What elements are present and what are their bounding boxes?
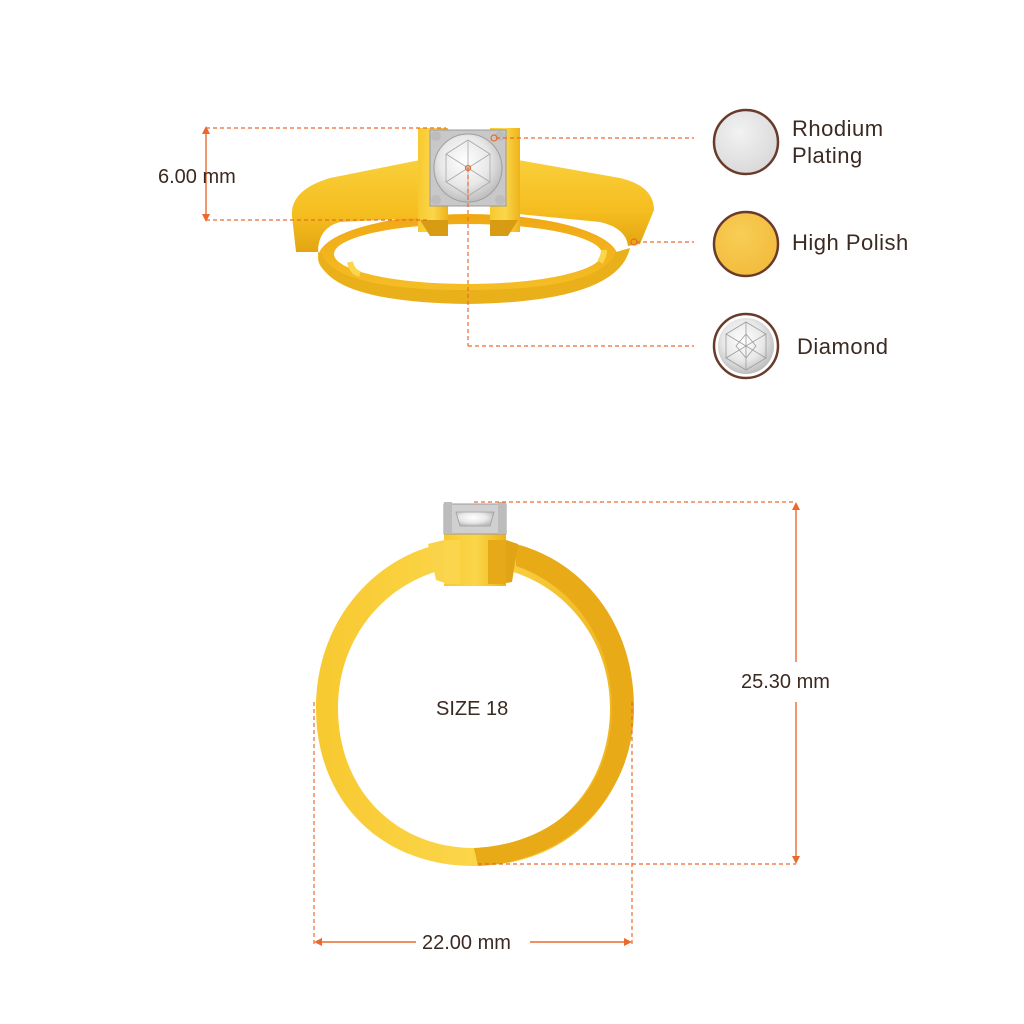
diamond-label: Diamond <box>797 334 889 359</box>
ring-front-left-shoulder <box>428 540 448 584</box>
ring-size-label: SIZE 18 <box>436 698 508 720</box>
width-arrow <box>314 938 632 946</box>
rhodium-pointer-dot <box>490 134 498 142</box>
diamond-pointer-dot <box>464 164 472 172</box>
front-dimension-lines <box>313 501 796 946</box>
rhodium-swatch-icon <box>712 108 780 176</box>
high-polish-label: High Polish <box>792 230 909 255</box>
ring-top-view <box>291 128 654 304</box>
prong <box>495 195 505 205</box>
ring-inner-highlight <box>597 249 607 264</box>
ring-head-left-foot <box>420 220 448 236</box>
prong-front <box>444 502 452 534</box>
ring-inner-highlight <box>347 261 361 277</box>
ring-bottom-band <box>318 248 630 304</box>
top-height-label: 6.00 mm <box>158 166 236 188</box>
ring-right-shoulder <box>518 160 654 246</box>
polish-pointer-dot <box>630 238 638 246</box>
width-label: 22.00 mm <box>422 932 511 954</box>
prong-front <box>498 502 506 534</box>
material-high-polish: High Polish <box>712 210 909 278</box>
diamond-front <box>455 511 495 527</box>
gold-swatch-icon <box>712 210 780 278</box>
ring-left-shoulder <box>291 160 420 252</box>
prong <box>431 131 441 141</box>
top-dimension-lines <box>206 127 694 347</box>
prong <box>431 195 441 205</box>
height-arrow-top <box>202 126 210 222</box>
ring-front-head-hl <box>444 540 460 584</box>
material-diamond: Diamond <box>712 312 889 380</box>
ring-front-view <box>316 502 634 866</box>
rhodium-label-line1: Rhodium <box>792 116 884 141</box>
rhodium-label-line2: Plating <box>792 143 863 168</box>
ring-front-head-shade <box>488 540 506 584</box>
total-height-label: 25.30 mm <box>741 671 830 693</box>
material-rhodium: Rhodium Plating <box>712 108 884 176</box>
ring-head-right-foot <box>490 220 518 236</box>
ring-front-band-side <box>474 544 634 866</box>
height-arrow-front <box>792 502 800 864</box>
